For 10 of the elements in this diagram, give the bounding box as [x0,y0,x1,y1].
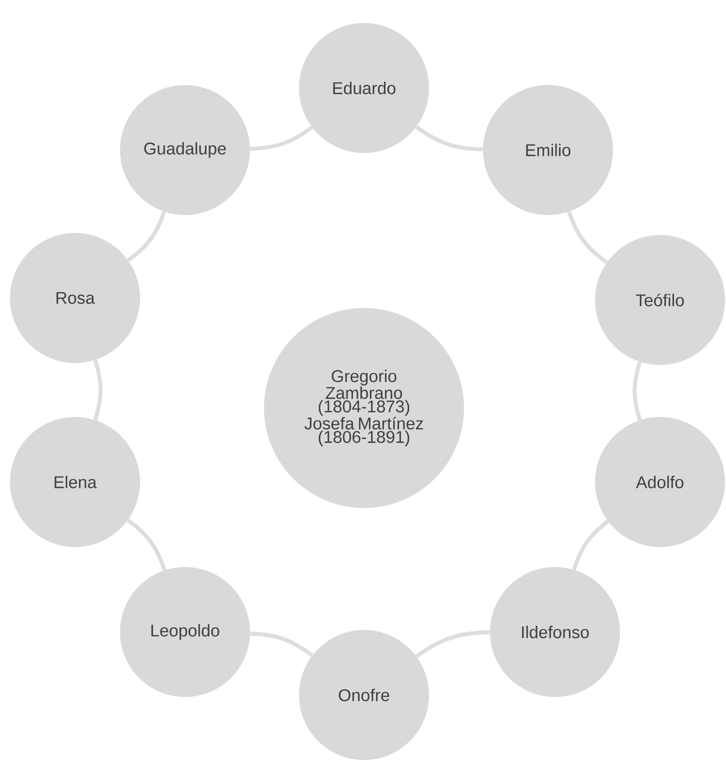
ring-line [250,632,314,658]
ring-line [126,518,166,571]
ring-line [415,630,490,658]
ring-line [250,126,314,151]
ring-line [126,211,166,262]
ring-line [93,359,103,421]
ring-line [632,361,642,421]
ring-line [572,520,610,570]
ring-line [567,211,608,264]
ring-line [415,125,483,152]
